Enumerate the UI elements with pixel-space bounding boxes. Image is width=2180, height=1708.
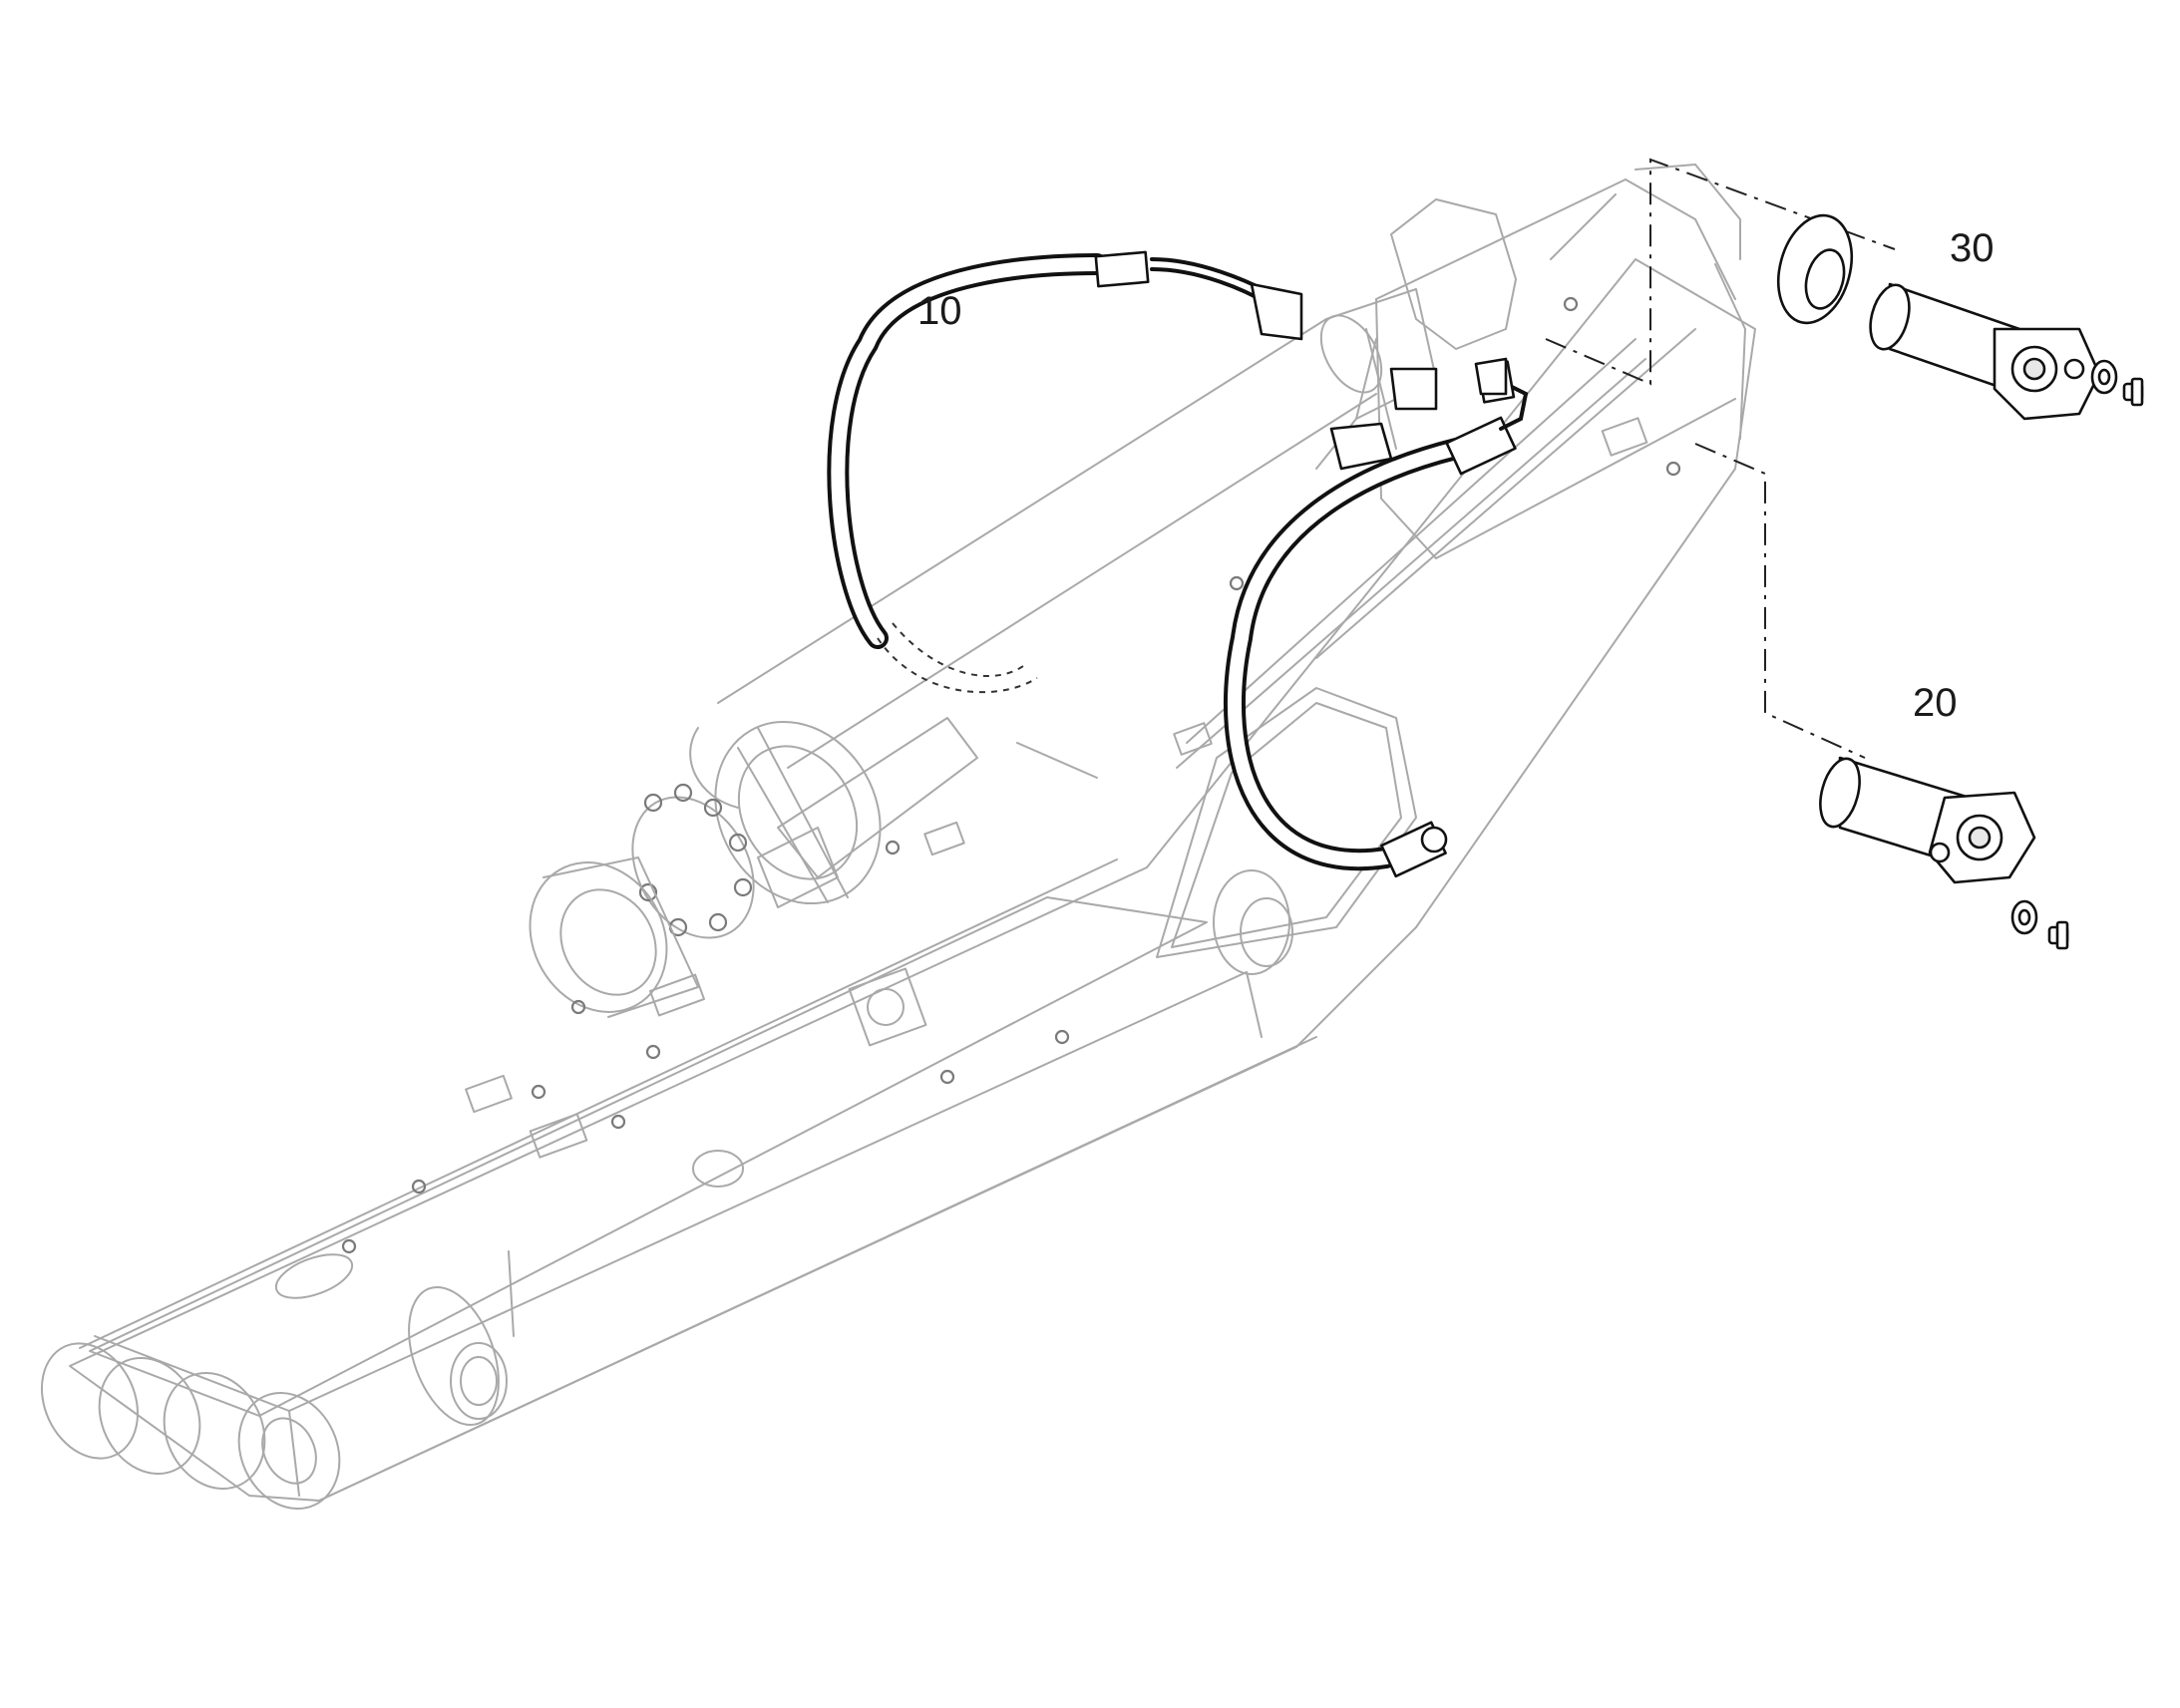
exploded-view-leader-lines xyxy=(1545,158,1896,759)
pin-assembly-20 xyxy=(1819,756,2069,950)
callout-10: 10 xyxy=(917,289,962,333)
callout-20: 20 xyxy=(1913,681,1958,725)
hose-assembly-10 xyxy=(827,250,1529,878)
hydraulic-cylinder xyxy=(529,288,1437,1018)
pin-assembly-30 xyxy=(1777,213,2144,421)
callout-30: 30 xyxy=(1950,226,1995,270)
deck-fittings xyxy=(274,296,1681,1299)
boom-foot xyxy=(40,869,1293,1511)
